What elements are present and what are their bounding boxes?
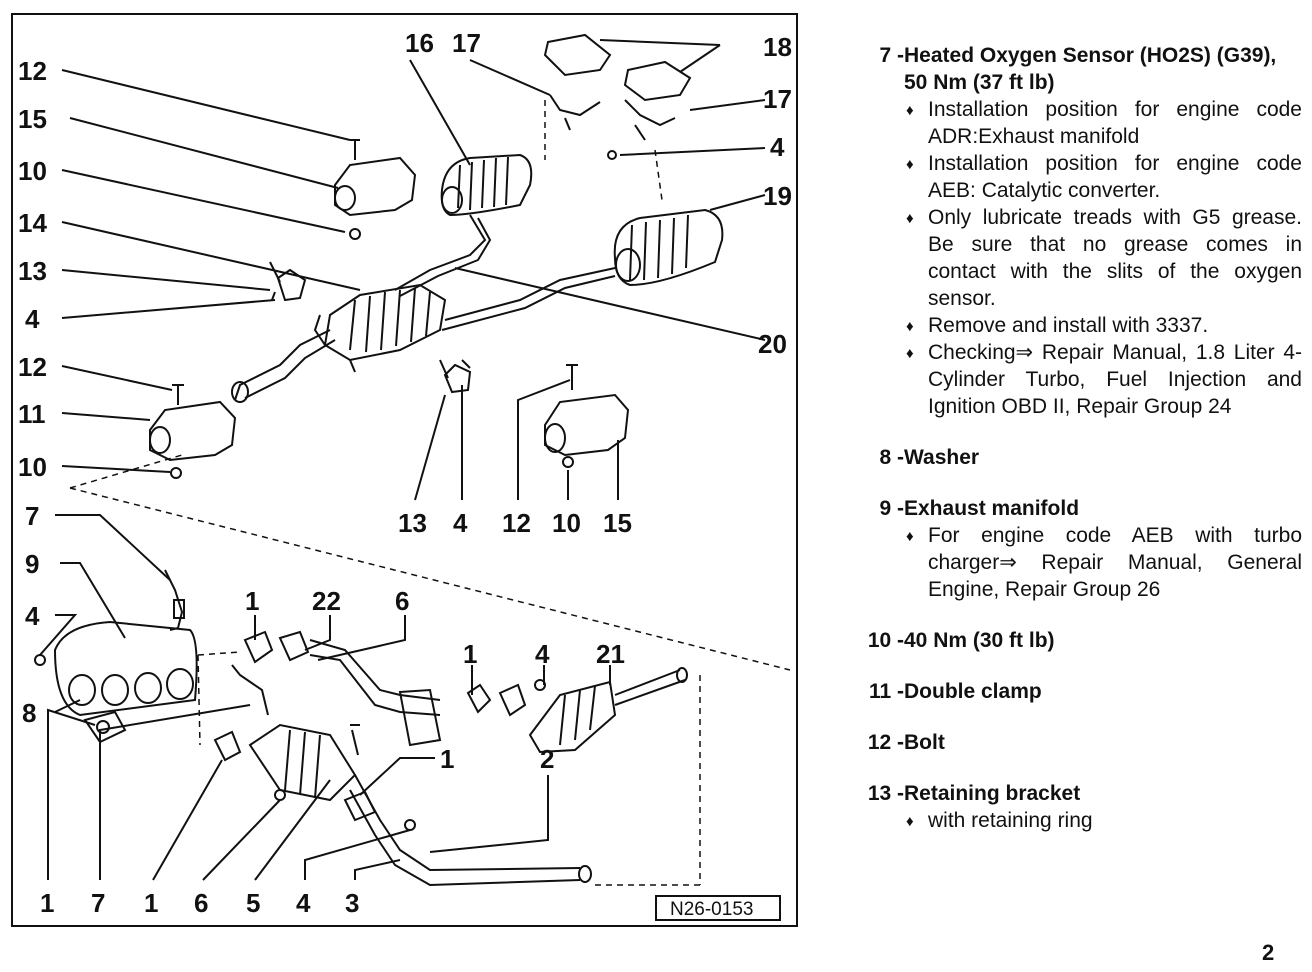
upper-pipe-right xyxy=(444,267,616,321)
retaining-bracket-upper xyxy=(269,261,307,302)
callout-15-b: 15 xyxy=(603,508,632,538)
legend-bullet: For engine code AEB with turbo charger⇒ … xyxy=(906,522,1302,603)
callout-18: 18 xyxy=(763,32,792,62)
legend-bullet: Only lubricate treads with G5 grease. Be… xyxy=(906,204,1302,312)
callout-3: 3 xyxy=(345,888,359,918)
reference-code-box xyxy=(655,895,781,921)
callout-8: 8 xyxy=(22,698,36,728)
callout-2: 2 xyxy=(540,744,554,774)
callout-5: 5 xyxy=(246,888,260,918)
legend-item-number: 9 - xyxy=(879,497,904,520)
upper-pipe-left xyxy=(394,214,487,291)
diagram-frame xyxy=(11,13,798,927)
legend-item-8: 8 - Washer xyxy=(850,444,1302,471)
callout-10-a: 10 xyxy=(18,156,47,186)
callout-4-c: 4 xyxy=(770,132,785,162)
front-pipe-y xyxy=(234,329,331,401)
legend-bullet: Checking⇒ Repair Manual, 1.8 Liter 4-Cyl… xyxy=(906,339,1302,420)
page-number: 2 xyxy=(1262,940,1275,965)
callout-19: 19 xyxy=(763,181,792,211)
legend-bullet: Installation position for engine code AE… xyxy=(906,150,1302,204)
legend-item-title: Bolt xyxy=(904,731,945,754)
gasket-1d xyxy=(343,790,377,822)
legend-item-number: 7 - xyxy=(879,44,904,67)
double-clamp-right xyxy=(544,364,630,468)
exhaust-manifold xyxy=(53,620,198,717)
callout-16: 16 xyxy=(405,28,434,58)
double-clamp-left xyxy=(149,384,237,479)
legend-bullet: Installation position for engine code AD… xyxy=(906,96,1302,150)
legend-item-number: 11 - xyxy=(868,680,904,703)
legend-item-title: Exhaust manifold xyxy=(904,497,1080,520)
gasket-1b xyxy=(466,683,492,714)
legend-item-7: 7 - Heated Oxygen Sensor (HO2S) (G39), 5… xyxy=(850,42,1302,420)
callout-4-d: 4 xyxy=(453,508,468,538)
callout-9: 9 xyxy=(25,549,39,579)
legend-item-12: 12 - Bolt xyxy=(850,729,1302,756)
front-exhaust-pipe xyxy=(309,639,442,747)
retaining-bracket-lower xyxy=(439,359,472,394)
legend-item-number: 8 - xyxy=(879,446,904,469)
legend-bullet: Remove and install with 3337. xyxy=(906,312,1302,340)
parts-legend: 7 - Heated Oxygen Sensor (HO2S) (G39), 5… xyxy=(850,42,1302,835)
reference-code: N26-0153 xyxy=(670,899,753,920)
callout-15-a: 15 xyxy=(18,104,47,134)
gasket-4 xyxy=(498,683,527,717)
callout-10-b: 10 xyxy=(18,452,47,482)
callout-1-c: 1 xyxy=(440,744,454,774)
manifold-gasket xyxy=(83,710,127,744)
legend-item-11: 11 - Double clamp xyxy=(850,678,1302,705)
callout-1-e: 1 xyxy=(144,888,158,918)
callout-6-b: 6 xyxy=(194,888,208,918)
oxygen-sensor xyxy=(164,569,269,716)
callout-4-b: 4 xyxy=(25,601,40,631)
legend-item-10: 10 - 40 Nm (30 ft lb) xyxy=(850,627,1302,654)
legend-item-title: 40 Nm (30 ft lb) xyxy=(904,629,1055,652)
callout-12-a: 12 xyxy=(18,56,47,86)
double-clamp-top xyxy=(334,139,417,240)
callout-4-a: 4 xyxy=(25,304,40,334)
gasket-22 xyxy=(278,630,310,662)
callout-12-b: 12 xyxy=(18,352,47,382)
legend-bullet: with retaining ring xyxy=(906,807,1302,835)
gasket-1a xyxy=(243,630,274,664)
legend-item-number: 13 - xyxy=(867,782,904,805)
callout-17-b: 17 xyxy=(763,84,792,114)
legend-item-number: 12 - xyxy=(867,731,904,754)
legend-item-title: Retaining bracket xyxy=(904,782,1081,805)
callout-22: 22 xyxy=(312,586,341,616)
callout-7-a: 7 xyxy=(25,501,39,531)
callout-13-a: 13 xyxy=(18,256,47,286)
callout-20: 20 xyxy=(758,329,787,359)
callout-11: 11 xyxy=(18,399,46,429)
center-muffler xyxy=(323,283,447,362)
callout-6-a: 6 xyxy=(395,586,409,616)
gasket-1c xyxy=(213,730,242,762)
legend-item-title: Double clamp xyxy=(904,680,1042,703)
left-rear-muffler xyxy=(440,153,533,217)
callout-12-c: 12 xyxy=(502,508,531,538)
callout-4-f: 4 xyxy=(296,888,311,918)
callout-10-c: 10 xyxy=(552,508,581,538)
callout-1-b: 1 xyxy=(463,639,477,669)
hanger-brackets xyxy=(543,33,692,160)
callout-21: 21 xyxy=(596,639,625,669)
right-rear-muffler xyxy=(613,208,724,287)
legend-item-title: Washer xyxy=(904,446,980,469)
callout-17-a: 17 xyxy=(452,28,481,58)
callout-13-b: 13 xyxy=(398,508,427,538)
legend-item-9: 9 - Exhaust manifold For engine code AEB… xyxy=(850,495,1302,603)
callout-1-a: 1 xyxy=(245,586,259,616)
callout-4-e: 4 xyxy=(535,639,550,669)
exhaust-system-diagram: 12 15 10 14 13 4 12 11 10 7 9 4 8 16 17 … xyxy=(11,13,798,927)
callout-1-d: 1 xyxy=(40,888,54,918)
callout-7-b: 7 xyxy=(91,888,105,918)
legend-item-number: 10 - xyxy=(867,629,904,652)
legend-item-13: 13 - Retaining bracket with retaining ri… xyxy=(850,780,1302,835)
callout-14: 14 xyxy=(18,208,47,238)
legend-item-title: Heated Oxygen Sensor (HO2S) (G39), 50 Nm… xyxy=(904,44,1277,94)
catalytic-converter-rear xyxy=(528,667,688,754)
